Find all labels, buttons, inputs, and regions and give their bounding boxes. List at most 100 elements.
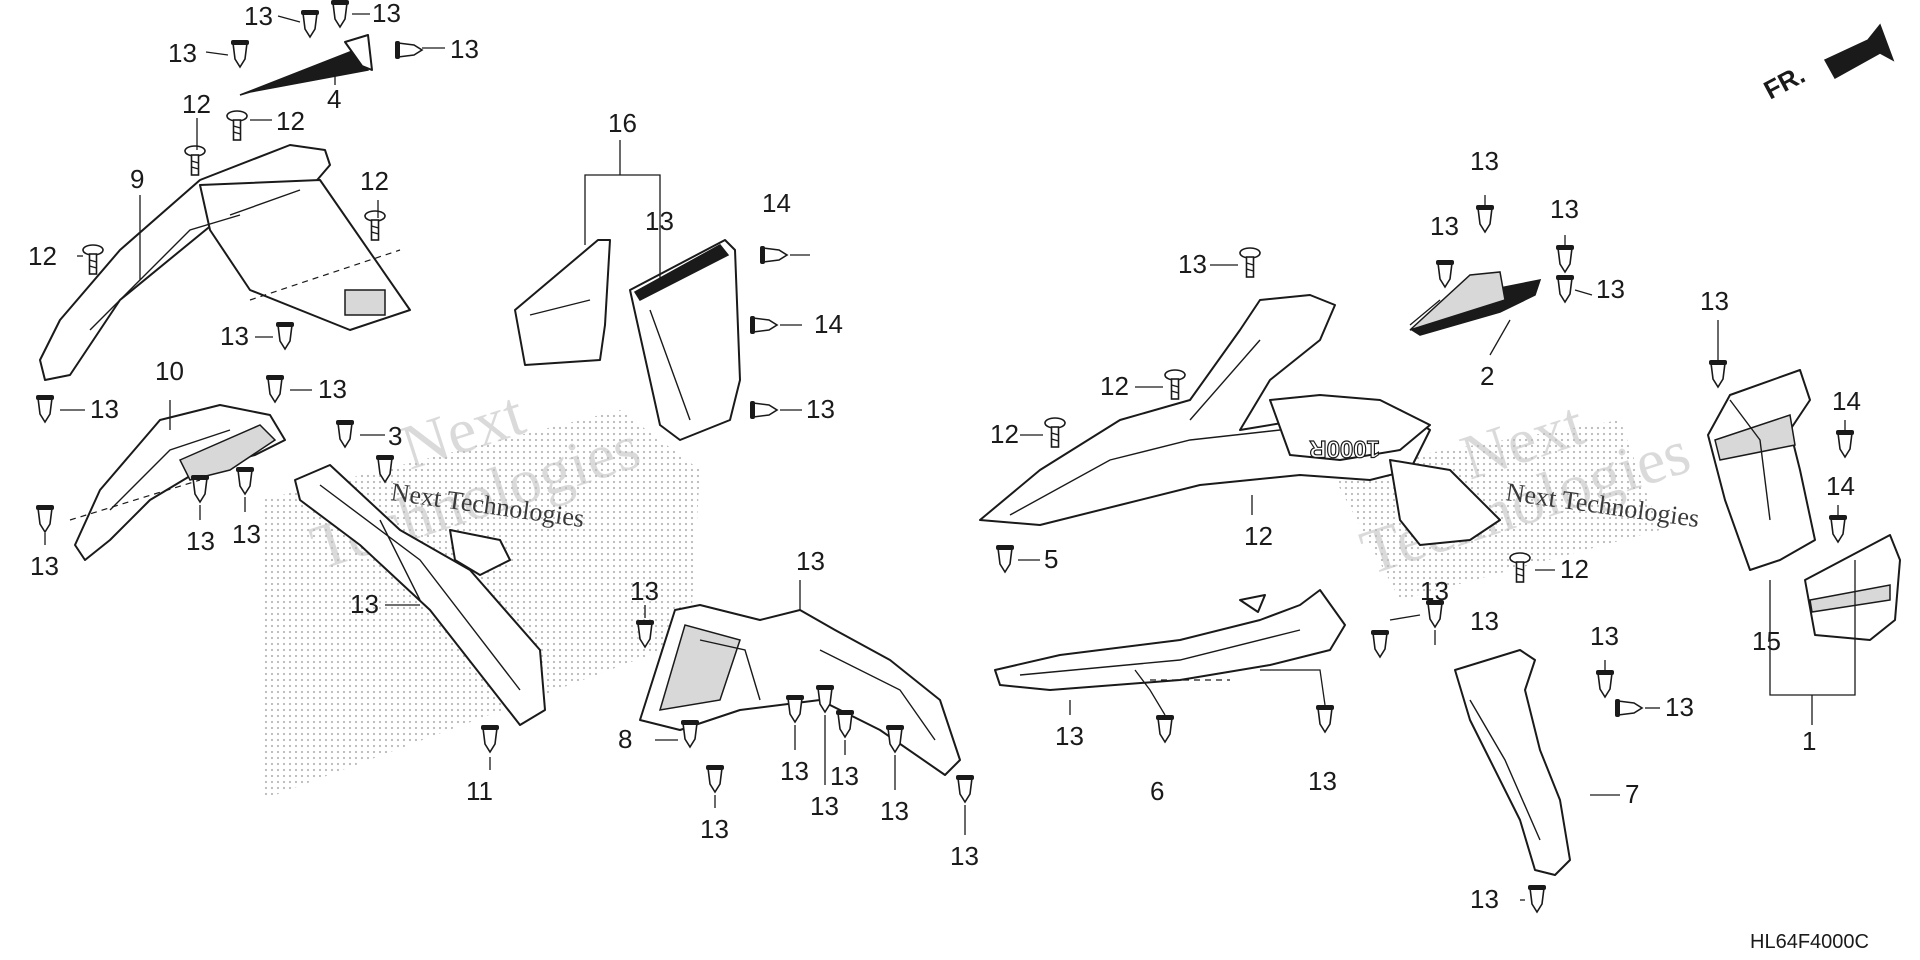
callout-13: 13 bbox=[1590, 621, 1619, 651]
callout-12: 12 bbox=[990, 419, 1019, 449]
leader-lines bbox=[44, 13, 1856, 901]
screw-icon bbox=[226, 110, 248, 141]
model-emblem-1000r: 1000R bbox=[1309, 435, 1380, 462]
callout-13: 13 bbox=[1470, 146, 1499, 176]
screw-icon bbox=[1164, 369, 1186, 400]
callout-4: 4 bbox=[327, 84, 341, 114]
callout-13: 8 bbox=[618, 724, 632, 754]
clip-icon bbox=[680, 719, 700, 748]
part-11-frame-cover bbox=[294, 464, 546, 726]
screw-icon bbox=[82, 244, 104, 275]
callout-13: 13 bbox=[372, 0, 401, 28]
clip-icon bbox=[480, 724, 500, 753]
callout-13: 13 bbox=[1470, 606, 1499, 636]
part-4-bracket bbox=[239, 34, 373, 96]
part-16-panel-right bbox=[629, 239, 741, 441]
clip-icon bbox=[1835, 429, 1855, 458]
callout-14: 14 bbox=[1832, 386, 1861, 416]
callout-13: 13 bbox=[232, 519, 261, 549]
callout-16: 13 bbox=[645, 206, 674, 236]
clip-icon bbox=[230, 39, 250, 68]
clip-icon bbox=[35, 504, 55, 533]
clip-icon bbox=[330, 0, 350, 28]
callout-13: 13 bbox=[810, 791, 839, 821]
clip-icon bbox=[1708, 359, 1728, 388]
clip-icon bbox=[1370, 629, 1390, 658]
callout-layer: 13 13 13 13 4 12 12 9 12 12 13 13 10 13 … bbox=[28, 0, 1861, 914]
callout-13: 6 bbox=[1150, 776, 1164, 806]
clip-icon bbox=[300, 9, 320, 38]
callout-13: 13 bbox=[830, 761, 859, 791]
callout-7: 7 bbox=[1625, 779, 1639, 809]
part-1-rear-trim bbox=[1804, 534, 1901, 641]
callout-1: 1 bbox=[1802, 726, 1816, 756]
clip-icon bbox=[1555, 244, 1575, 273]
part-9-upper-cover bbox=[39, 144, 411, 381]
clip-icon bbox=[1155, 714, 1175, 743]
clip-icon bbox=[885, 724, 905, 753]
clip-icon bbox=[815, 684, 835, 713]
callout-14: 14 bbox=[814, 309, 843, 339]
callout-3: 16 bbox=[608, 108, 637, 138]
callout-12: 12 bbox=[1100, 371, 1129, 401]
callout-14: 13 bbox=[806, 394, 835, 424]
clip-icon bbox=[1435, 259, 1455, 288]
screw-icon bbox=[1044, 417, 1066, 448]
clip-icon bbox=[955, 774, 975, 803]
callout-13: 13 bbox=[30, 551, 59, 581]
callout-13: 13 bbox=[1700, 286, 1729, 316]
clip-icon bbox=[190, 474, 210, 503]
callout-5: 12 bbox=[1244, 521, 1273, 551]
callout-13: 13 bbox=[318, 374, 347, 404]
clip-icon bbox=[35, 394, 55, 423]
clip-icon bbox=[394, 40, 423, 60]
callout-15: 15 bbox=[1752, 626, 1781, 656]
callout-13: 13 bbox=[880, 796, 909, 826]
callout-13: 13 bbox=[1596, 274, 1625, 304]
callout-13: 5 bbox=[1044, 544, 1058, 574]
callout-13: 13 bbox=[1470, 884, 1499, 914]
callout-13: 13 bbox=[780, 756, 809, 786]
clip-icon bbox=[749, 400, 778, 420]
callout-13: 3 bbox=[388, 421, 402, 451]
callout-13: 13 bbox=[220, 321, 249, 351]
callout-13: 13 bbox=[630, 576, 659, 606]
callout-12: 12 bbox=[28, 241, 57, 271]
callout-12: 12 bbox=[276, 106, 305, 136]
callout-13: 13 bbox=[1550, 194, 1579, 224]
clip-icon bbox=[759, 245, 788, 265]
callout-8: 13 bbox=[796, 546, 825, 576]
clip-icon bbox=[835, 709, 855, 738]
callout-13: 13 bbox=[700, 814, 729, 844]
callout-12: 13 bbox=[1178, 249, 1207, 279]
front-direction-indicator: FR. bbox=[1759, 23, 1895, 105]
clip-icon bbox=[785, 694, 805, 723]
callout-13: 13 bbox=[244, 1, 273, 31]
clip-icon bbox=[749, 315, 778, 335]
drawing-code: HL64F4000C bbox=[1750, 931, 1869, 953]
callout-6: 13 bbox=[1055, 721, 1084, 751]
callout-13: 13 bbox=[1665, 692, 1694, 722]
part-3-panel-left bbox=[514, 239, 611, 366]
callout-2: 2 bbox=[1480, 361, 1494, 391]
callout-13: 14 bbox=[762, 188, 791, 218]
callout-13: 13 bbox=[168, 38, 197, 68]
clip-icon bbox=[705, 764, 725, 793]
part-5-side-cover: 1000R bbox=[979, 294, 1501, 546]
part-2-grille bbox=[1409, 271, 1542, 336]
part-7-lower-cover bbox=[1454, 649, 1571, 876]
clip-icon bbox=[1527, 884, 1547, 913]
clip-icon bbox=[335, 419, 355, 448]
front-arrow-icon bbox=[1823, 23, 1895, 80]
front-label: FR. bbox=[1759, 59, 1810, 105]
part-6-step-panel bbox=[994, 589, 1346, 691]
callout-13: 11 bbox=[466, 776, 493, 806]
clip-icon bbox=[1614, 698, 1643, 718]
callout-13: 13 bbox=[450, 34, 479, 64]
clip-icon bbox=[265, 374, 285, 403]
clip-icon bbox=[235, 466, 255, 495]
callout-12: 12 bbox=[182, 89, 211, 119]
part-15-rear-panel bbox=[1707, 369, 1816, 571]
clip-icon bbox=[995, 544, 1015, 573]
